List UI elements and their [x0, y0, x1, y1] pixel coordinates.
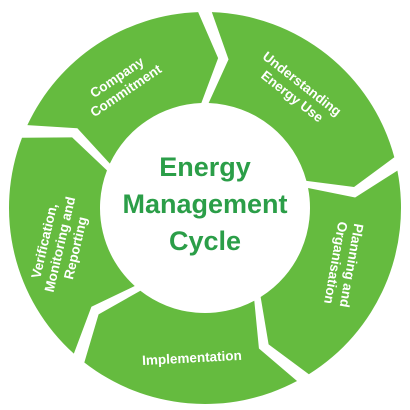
segment-verification-monitoring-reporting	[9, 137, 135, 354]
segment-understanding-energy-use	[208, 12, 395, 188]
center-title-line-1: Energy	[159, 152, 251, 182]
segment-label-implementation: Implementation	[142, 348, 242, 368]
segment-implementation	[84, 290, 298, 405]
center-title-line-2: Management	[122, 189, 287, 219]
center-title: Energy Management Cycle	[122, 152, 287, 256]
center-title-line-3: Cycle	[169, 226, 241, 256]
segment-company-commitment	[27, 12, 219, 164]
segments-layer	[9, 12, 402, 405]
segment-planning-and-organisation	[260, 170, 402, 375]
segment-label-line: Implementation	[142, 348, 242, 368]
